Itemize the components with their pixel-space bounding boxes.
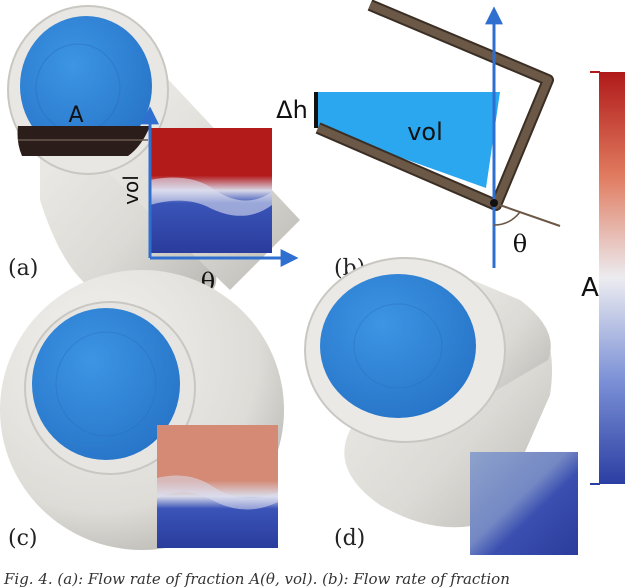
label-area: A [68, 103, 83, 128]
cup-d-inner-ring [353, 303, 443, 389]
label-delta-h: Δh [276, 96, 308, 124]
label-vol-b: vol [407, 118, 443, 146]
figure-caption: Fig. 4. (a): Flow rate of fraction A(θ, … [4, 570, 510, 588]
panel-b: Δh vol θ [276, 0, 561, 268]
angle-arc-b [493, 211, 521, 226]
liquid-b [318, 92, 500, 188]
label-vol-a: vol [119, 175, 143, 205]
container-b-fill [316, 1, 552, 209]
label-panel-a: (a) [8, 256, 38, 281]
label-colorbar: A [581, 273, 599, 303]
heatmap-a-transition [150, 177, 272, 216]
panel-d [304, 257, 578, 555]
sphere-c-liquid [32, 308, 180, 460]
cup-a-dark-band [17, 126, 150, 156]
heatmap-d [470, 452, 578, 555]
colorbar-gradient [599, 72, 625, 484]
cup-a-liquid [20, 16, 152, 156]
colorbar: A [581, 71, 625, 485]
heatmap-c-transition [157, 475, 278, 510]
label-panel-d: (d) [334, 526, 365, 551]
panel-a: A vol θ [7, 5, 300, 300]
panel-c [0, 270, 284, 550]
pivot-point-b [490, 199, 498, 207]
tilt-line-b [493, 202, 561, 227]
cup-d-liquid [320, 274, 476, 418]
label-panel-c: (c) [8, 526, 38, 551]
sphere-c-inner-ring [55, 331, 157, 437]
label-theta-b: θ [513, 230, 527, 258]
